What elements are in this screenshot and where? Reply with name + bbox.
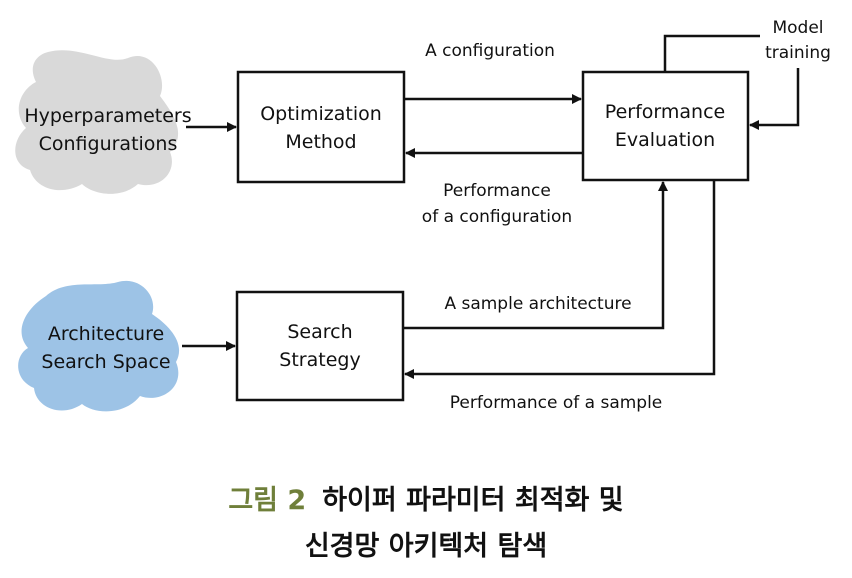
label-a-configuration: A configuration: [425, 41, 555, 61]
optimization-method-label-line2: Method: [285, 131, 356, 153]
architecture-label-line2: Search Space: [41, 351, 170, 373]
hyperparameters-cloud-shape: [15, 50, 179, 194]
arrow-performance-of-sample: [404, 180, 716, 379]
architecture-label-line1: Architecture: [48, 323, 164, 345]
optimization-method-box: [236, 70, 406, 184]
label-performance-of-sample: Performance of a sample: [450, 393, 663, 413]
label-a-sample-architecture: A sample architecture: [444, 294, 631, 314]
figure-caption-line2: 신경망 아키텍처 탐색: [304, 531, 548, 562]
figure-caption-line1: 그림 2 하이퍼 파라미터 최적화 및: [0, 478, 852, 517]
caption-title-line1: 하이퍼 파라미터 최적화 및: [322, 485, 624, 516]
flow-diagram: Hyperparameters Configurations Architect…: [15, 18, 831, 413]
search-strategy-box: [235, 290, 405, 402]
performance-evaluation-label-line1: Performance: [605, 101, 725, 123]
figure-number: 그림 2: [228, 485, 307, 516]
label-performance-config-line1: Performance: [443, 181, 551, 201]
performance-evaluation-box: [581, 70, 750, 182]
optimization-method-label-line1: Optimization: [260, 103, 382, 125]
label-training: training: [765, 43, 831, 63]
hyperparameters-label-line2: Configurations: [39, 133, 178, 155]
hyperparameters-label-line1: Hyperparameters: [24, 105, 191, 127]
arrow-sample-architecture: [403, 181, 668, 330]
arrow-model-training-return: [749, 68, 800, 130]
architecture-cloud-shape: [18, 280, 180, 412]
search-strategy-label-line2: Strategy: [279, 349, 360, 371]
label-model: Model: [772, 18, 823, 38]
arrow-model-training-loop: [663, 34, 760, 72]
label-performance-config-line2: of a configuration: [422, 207, 572, 227]
performance-evaluation-label-line2: Evaluation: [615, 129, 715, 151]
search-strategy-label-line1: Search: [287, 321, 352, 343]
